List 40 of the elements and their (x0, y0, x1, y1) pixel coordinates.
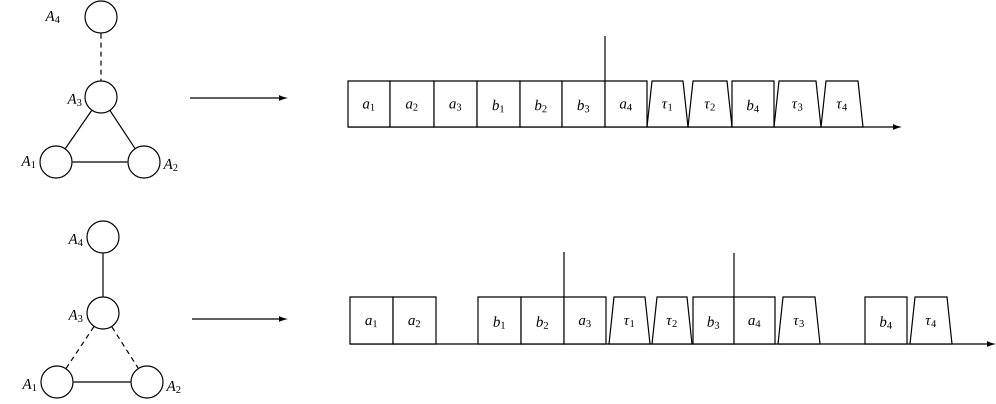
task-box: a$_{4}$ (604, 80, 648, 128)
task-box: b$_{3}$ (692, 296, 735, 345)
node-label: A$_{1}$ (20, 156, 36, 168)
task-box: a$_{4}$ (733, 296, 776, 345)
trapezoid-box: τ$_{2}$ (687, 80, 733, 128)
graph-edge (64, 110, 92, 149)
node-label: A$_{3}$ (66, 94, 82, 106)
node-label: A$_{3}$ (68, 310, 82, 322)
trapezoid-box: τ$_{4}$ (909, 296, 953, 345)
task-box: a$_{2}$ (392, 296, 437, 345)
task-box: b$_{4}$ (864, 296, 908, 345)
node-label: A$_{1}$ (22, 379, 36, 392)
node-label: A$_{4}$ (44, 11, 60, 24)
task-box: a$_{3}$ (433, 80, 478, 128)
node-label: A$_{2}$ (162, 159, 178, 172)
trapezoid-box: τ$_{1}$ (646, 80, 689, 128)
task-box: b$_{2}$ (519, 80, 563, 128)
task-box: b$_{4}$ (731, 80, 775, 128)
task-box: b$_{3}$ (561, 80, 606, 128)
task-box: a$_{3}$ (563, 296, 607, 345)
node-label: A$_{4}$ (68, 234, 83, 246)
graph-edge (102, 254, 104, 296)
graph-edge (100, 34, 102, 80)
graph-edge (74, 381, 130, 383)
trapezoid-box: τ$_{3}$ (773, 80, 822, 128)
node-label: A$_{2}$ (166, 381, 180, 394)
graph-edge (111, 326, 139, 368)
trapezoid-box: τ$_{3}$ (777, 296, 821, 345)
task-box: a$_{1}$ (349, 296, 394, 345)
task-box: b$_{1}$ (476, 80, 521, 128)
task-box: b$_{1}$ (477, 296, 522, 345)
trapezoid-box: τ$_{2}$ (651, 296, 693, 345)
graph-edge (66, 326, 94, 369)
graph-edge (72, 161, 128, 163)
trapezoid-box: τ$_{4}$ (820, 80, 864, 128)
graph-edge (110, 110, 136, 148)
trapezoid-box: τ$_{1}$ (608, 296, 651, 345)
task-box: a$_{1}$ (347, 80, 391, 128)
task-box: a$_{2}$ (389, 80, 435, 128)
task-box: b$_{2}$ (520, 296, 565, 345)
